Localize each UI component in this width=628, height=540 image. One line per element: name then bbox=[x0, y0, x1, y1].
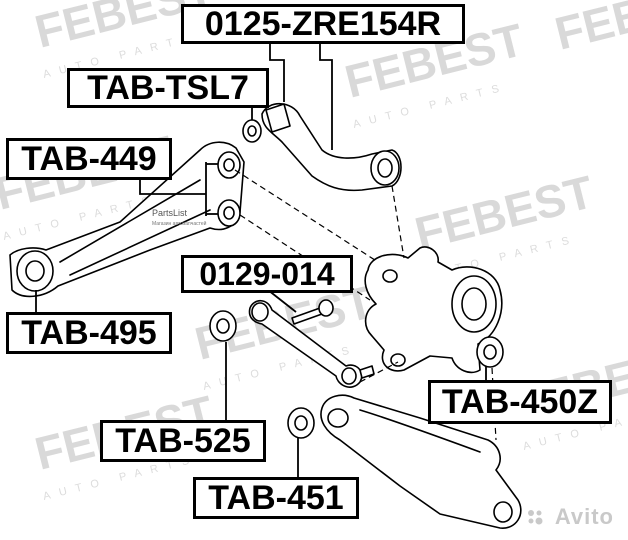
label-tab-451: TAB-451 bbox=[193, 477, 359, 519]
label-tab-450z: TAB-450Z bbox=[428, 380, 612, 424]
avito-watermark: Avito bbox=[554, 504, 614, 529]
label-0129-014: 0129-014 bbox=[181, 255, 353, 293]
label-0125-zre154r: 0125-ZRE154R bbox=[181, 4, 465, 44]
lower-arm bbox=[320, 394, 522, 529]
leader-line bbox=[139, 178, 206, 195]
dash-line bbox=[391, 185, 405, 259]
dash-line bbox=[234, 169, 379, 263]
partslist-sub: Магазин автозапчастей bbox=[152, 221, 207, 227]
label-tab-525: TAB-525 bbox=[100, 420, 266, 462]
watermark-brand: FEBEST bbox=[550, 0, 628, 60]
partslist-logo: PartsList bbox=[152, 208, 188, 218]
label-tab-495: TAB-495 bbox=[6, 312, 172, 354]
avito-logo-icon bbox=[528, 510, 543, 525]
upper-arm-end-left bbox=[265, 103, 291, 133]
leader-line bbox=[267, 289, 297, 313]
leader-line bbox=[319, 42, 333, 150]
label-tab-tsl7: TAB-TSL7 bbox=[67, 68, 269, 108]
dash-line bbox=[239, 214, 371, 301]
label-tab-449: TAB-449 bbox=[6, 138, 172, 180]
upper-control-arm bbox=[261, 102, 402, 192]
dash-line bbox=[359, 361, 399, 383]
leader-line bbox=[269, 42, 285, 102]
